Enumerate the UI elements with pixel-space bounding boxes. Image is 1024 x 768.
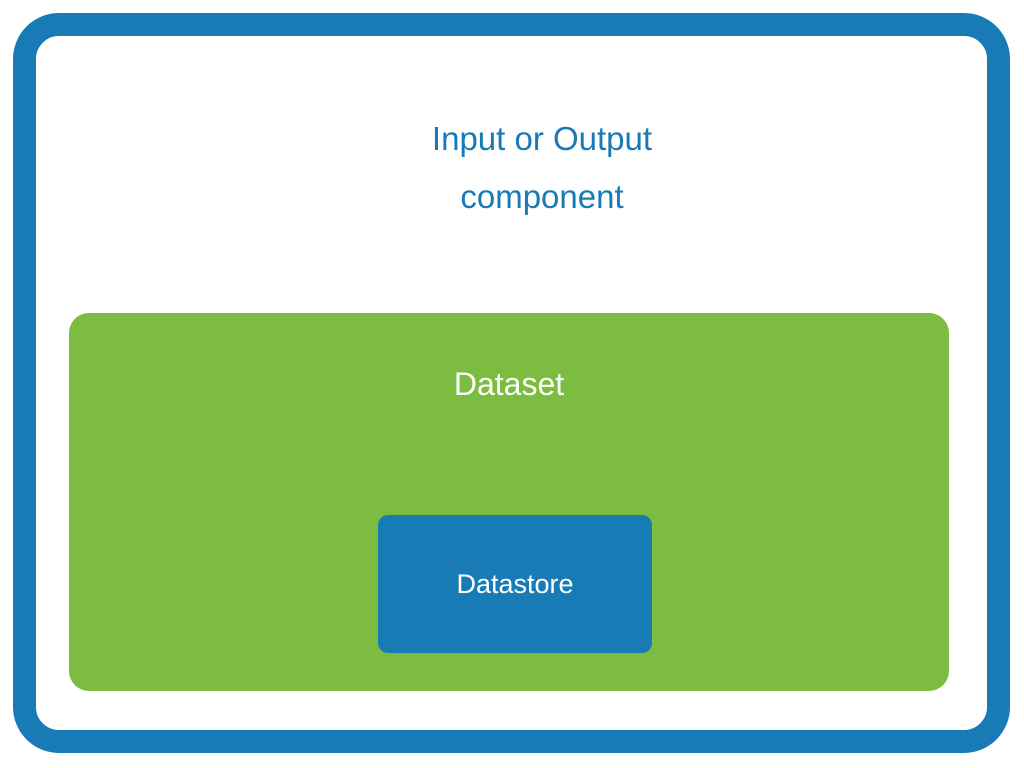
- dataset-label: Dataset: [453, 366, 565, 402]
- dataset-box: Dataset Datastore: [69, 313, 949, 691]
- datastore-label: Datastore: [456, 569, 574, 599]
- io-component-title-line1: Input or Output: [431, 120, 653, 157]
- datastore-box: Datastore: [378, 515, 652, 653]
- io-component-title-line2: component: [460, 178, 624, 215]
- io-component-title: Input or Output component: [36, 110, 1024, 226]
